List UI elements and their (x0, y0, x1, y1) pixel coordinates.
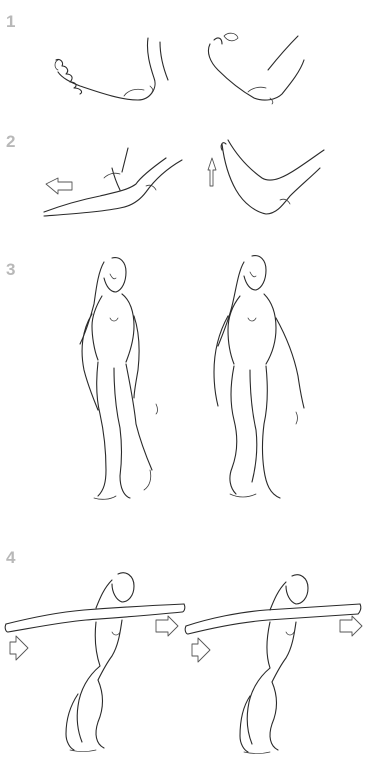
step4-left-arrow-a (10, 636, 28, 660)
step2-right-foot (208, 140, 324, 214)
step3-right-figure (214, 256, 304, 498)
step4-left-figure (5, 573, 185, 752)
step1-left-foot (55, 38, 168, 100)
step4-right-figure (185, 575, 362, 754)
step4-left-arrow-b (156, 616, 178, 636)
step3-left-figure (80, 258, 158, 500)
step2-left-arrow (46, 178, 72, 194)
step2-left-foot (44, 148, 182, 216)
step4-right-arrow-b (340, 616, 362, 636)
step1-right-foot (208, 33, 304, 104)
step4-right-arrow-a (192, 638, 210, 662)
step2-right-arrow (208, 158, 216, 186)
